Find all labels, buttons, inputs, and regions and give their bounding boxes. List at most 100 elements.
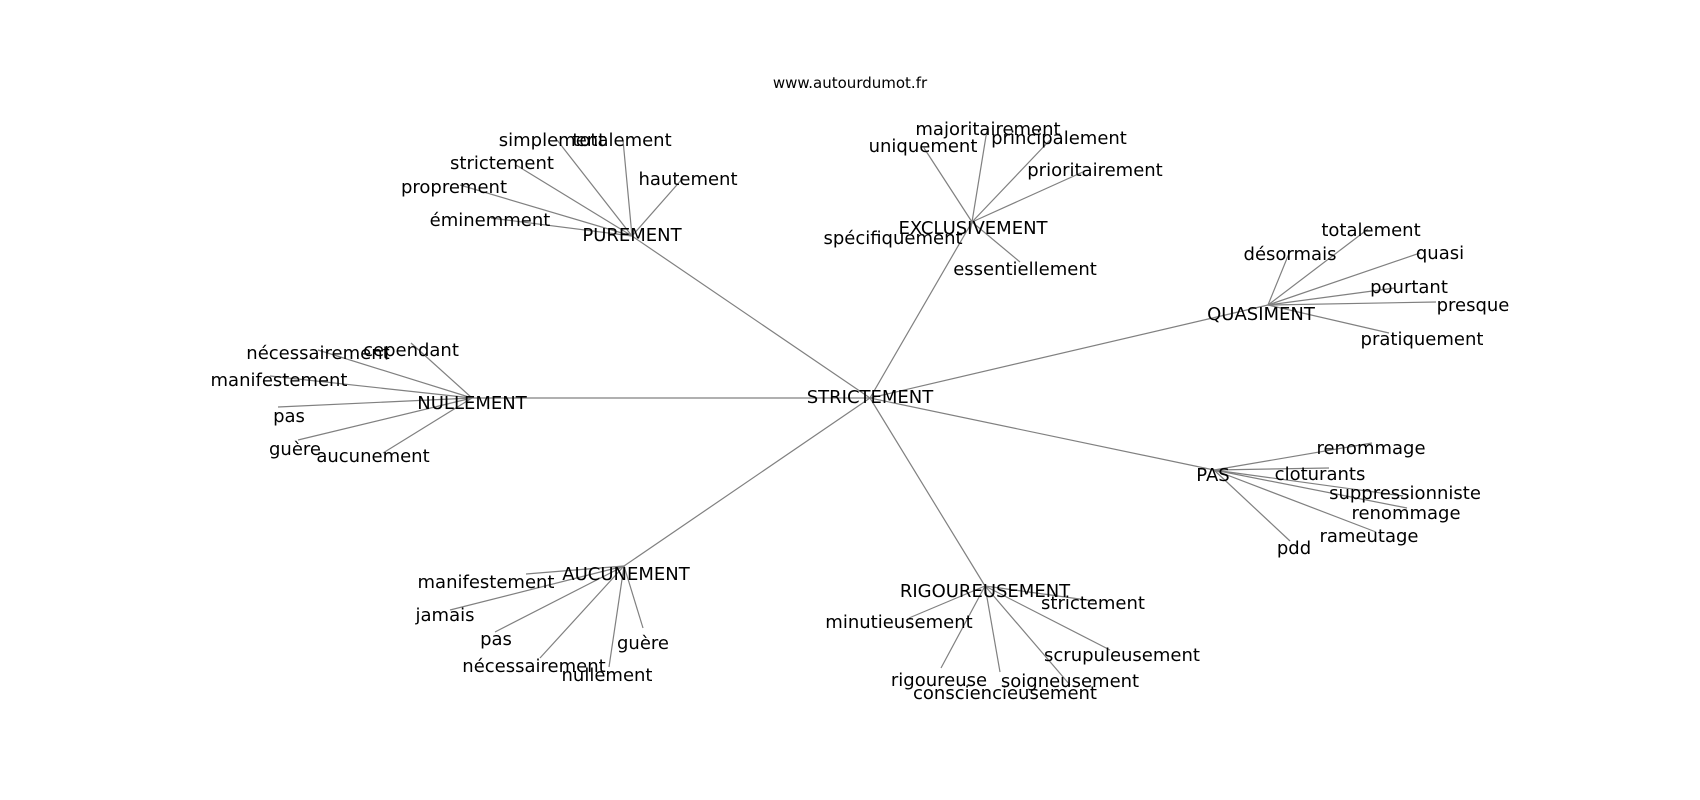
edge-pas-leaf <box>1213 442 1373 471</box>
edges-layer <box>269 129 1437 686</box>
edge-center-to-aucunement <box>623 397 871 567</box>
leaf-node[interactable]: manifestement <box>418 572 555 593</box>
leaf-node[interactable]: totalement <box>572 130 671 151</box>
edge-exclusivement-leaf <box>971 129 988 223</box>
hub-node-nullement[interactable]: NULLEMENT <box>417 393 527 414</box>
labels-layer: www.autourdumot.fr STRICTEMENT PUREMENT s… <box>211 74 1510 704</box>
leaf-node[interactable]: prioritairement <box>1027 160 1162 181</box>
edge-pas-leaf <box>1213 469 1408 509</box>
leaf-node[interactable]: uniquement <box>869 136 978 157</box>
edge-aucunement-leaf <box>539 565 625 659</box>
leaf-node[interactable]: manifestement <box>211 370 348 391</box>
leaf-node[interactable]: hautement <box>638 169 737 190</box>
site-url[interactable]: www.autourdumot.fr <box>773 74 928 92</box>
edge-purement-leaf <box>490 217 633 237</box>
leaf-node[interactable]: pratiquement <box>1361 329 1484 350</box>
leaf-node[interactable]: pas <box>273 406 305 427</box>
center-node-label[interactable]: STRICTEMENT <box>807 387 935 408</box>
edge-purement-leaf <box>459 184 633 237</box>
edge-nullement-leaf <box>410 342 473 399</box>
leaf-node[interactable]: suppressionniste <box>1329 483 1481 504</box>
edge-rigoureusement-leaf <box>984 585 1071 686</box>
edge-purement-leaf <box>622 139 633 237</box>
leaf-node[interactable]: guère <box>269 439 321 460</box>
hub-node-exclusivement[interactable]: EXCLUSIVEMENT <box>898 218 1048 239</box>
edge-purement-leaf <box>556 139 633 237</box>
edge-purement-leaf <box>631 177 684 237</box>
edge-exclusivement-leaf <box>971 170 1086 223</box>
leaf-node[interactable]: nécessairement <box>462 656 605 677</box>
edge-quasiment-leaf <box>1267 252 1421 306</box>
edge-pas-leaf <box>1213 467 1330 471</box>
leaf-node[interactable]: pas <box>480 629 512 650</box>
edge-exclusivement-leaf <box>923 147 973 223</box>
leaf-node[interactable]: aucunement <box>316 446 429 467</box>
edge-quasiment-leaf <box>1267 304 1390 334</box>
leaf-node[interactable]: scrupuleusement <box>1044 645 1200 666</box>
edge-nullement-leaf <box>277 397 473 408</box>
edge-center-to-quasiment <box>869 304 1269 399</box>
edge-rigoureusement-leaf <box>908 585 986 619</box>
leaf-node[interactable]: majoritairement <box>915 119 1060 140</box>
leaf-node[interactable]: essentiellement <box>953 259 1097 280</box>
edge-nullement-leaf <box>317 349 473 399</box>
leaf-node[interactable]: renommage <box>1351 503 1460 524</box>
leaf-node[interactable]: presque <box>1437 295 1510 316</box>
hub-node-quasiment[interactable]: QUASIMENT <box>1207 304 1316 325</box>
edge-aucunement-leaf <box>525 565 625 575</box>
edge-purement-leaf <box>515 164 633 237</box>
edge-nullement-leaf <box>269 375 473 399</box>
leaf-node[interactable]: nullement <box>562 665 653 686</box>
leaf-node[interactable]: strictement <box>450 153 554 174</box>
leaf-node[interactable]: spécifiquement <box>823 228 962 249</box>
leaf-node[interactable]: quasi <box>1416 243 1464 264</box>
leaf-node[interactable]: guère <box>617 633 669 654</box>
edge-rigoureusement-leaf <box>984 585 1095 602</box>
leaf-node[interactable]: éminemment <box>430 210 551 231</box>
hub-node-purement[interactable]: PUREMENT <box>582 225 682 246</box>
edge-rigoureusement-leaf <box>940 585 986 669</box>
edge-aucunement-leaf <box>449 565 625 611</box>
edge-quasiment-leaf <box>1267 287 1396 306</box>
edge-rigoureusement-leaf <box>984 585 1111 651</box>
edge-quasiment-leaf <box>1267 228 1369 306</box>
leaf-node[interactable]: rameutage <box>1319 526 1418 547</box>
edge-pas-leaf <box>1213 469 1404 497</box>
edge-exclusivement-leaf <box>971 139 1051 223</box>
edge-pas-leaf <box>1213 469 1291 542</box>
leaf-node[interactable]: principalement <box>991 128 1127 149</box>
leaf-node[interactable]: simplement <box>499 130 606 151</box>
hub-node-pas[interactable]: PAS <box>1196 465 1229 486</box>
edge-nullement-leaf <box>382 397 473 454</box>
leaf-node[interactable]: rigoureuse <box>891 670 987 691</box>
edge-aucunement-leaf <box>494 565 625 633</box>
leaf-node[interactable]: jamais <box>415 605 475 626</box>
leaf-node[interactable]: proprement <box>401 177 507 198</box>
hub-node-rigoureusement[interactable]: RIGOUREUSEMENT <box>900 581 1071 602</box>
edge-center-to-rigoureusement <box>869 397 986 587</box>
edge-nullement-leaf <box>297 397 473 441</box>
leaf-node[interactable]: renommage <box>1316 438 1425 459</box>
leaf-node[interactable]: strictement <box>1041 593 1145 614</box>
leaf-node[interactable]: minutieusement <box>825 612 972 633</box>
leaf-node[interactable]: cloturants <box>1275 464 1366 485</box>
leaf-node[interactable]: pourtant <box>1370 277 1448 298</box>
edge-aucunement-leaf <box>608 565 625 668</box>
leaf-node[interactable]: consciencieusement <box>913 683 1097 704</box>
leaf-node[interactable]: cependant <box>363 340 459 361</box>
edge-exclusivement-leaf <box>971 221 1021 263</box>
edge-rigoureusement-leaf <box>984 585 1001 673</box>
leaf-node[interactable]: nécessairement <box>246 343 389 364</box>
edge-quasiment-leaf <box>1267 301 1437 306</box>
edge-center-to-purement <box>631 235 871 399</box>
edge-quasiment-leaf <box>1267 250 1291 306</box>
hub-node-aucunement[interactable]: AUCUNEMENT <box>562 564 690 585</box>
edge-pas-leaf <box>1213 469 1377 533</box>
edge-center-to-exclusivement <box>869 221 973 399</box>
leaf-node[interactable]: pdd <box>1277 538 1311 559</box>
leaf-node[interactable]: soigneusement <box>1001 671 1139 692</box>
edge-center-to-pas <box>869 397 1215 471</box>
leaf-node[interactable]: désormais <box>1244 244 1337 265</box>
edge-exclusivement-leaf <box>969 221 973 233</box>
leaf-node[interactable]: totalement <box>1321 220 1420 241</box>
